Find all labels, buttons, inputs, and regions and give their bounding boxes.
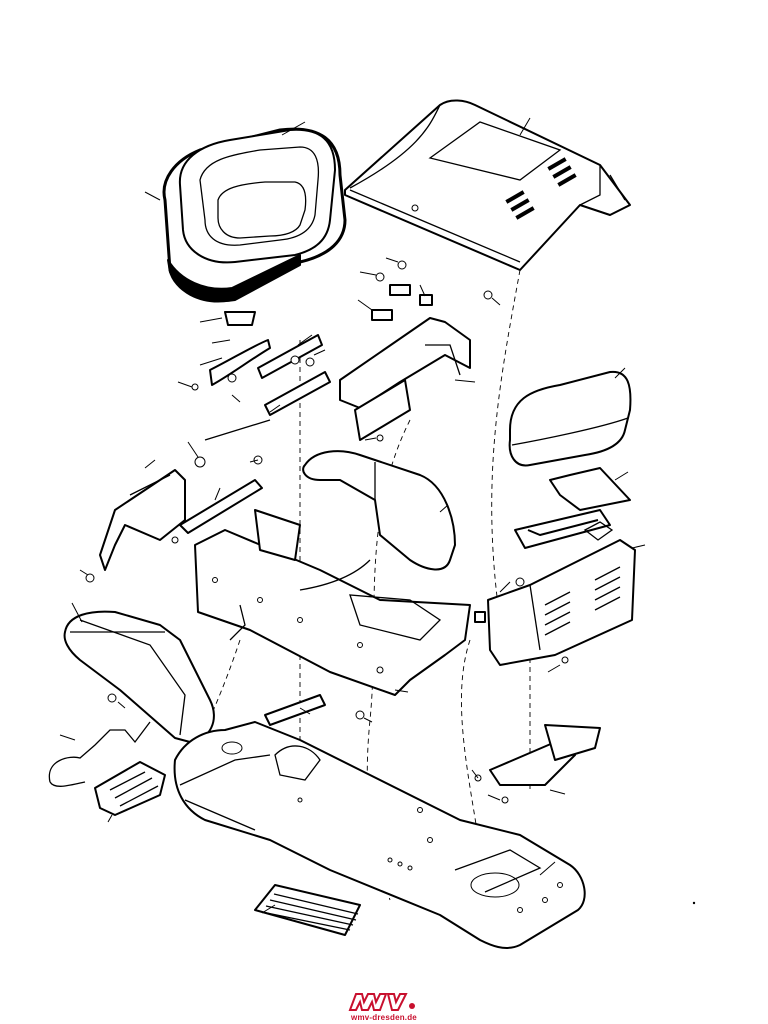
wmv-logo-icon [348, 993, 415, 1011]
seat [144, 121, 347, 303]
left-bracket [79, 459, 186, 583]
wmv-logo: wmv-dresden.de [346, 990, 422, 1024]
chassis-frame [173, 721, 586, 949]
stray-dot [692, 901, 696, 905]
right-fender [302, 450, 456, 571]
wire-harness [48, 721, 151, 787]
rail-brackets [264, 694, 601, 804]
footrest [94, 761, 166, 823]
left-fender [63, 602, 215, 743]
dash-support [339, 257, 476, 442]
rubber-mat [514, 509, 611, 549]
main-frame [194, 509, 471, 696]
cross-bracket [171, 455, 263, 544]
logo-text: wmv-dresden.de [351, 1013, 417, 1022]
battery-cover [508, 367, 632, 467]
hood-screw [483, 290, 501, 306]
rear-housing [474, 521, 646, 673]
floor-pad [254, 884, 361, 936]
seat-hardware [177, 311, 331, 468]
hood [344, 99, 631, 271]
battery-pad [549, 467, 631, 511]
